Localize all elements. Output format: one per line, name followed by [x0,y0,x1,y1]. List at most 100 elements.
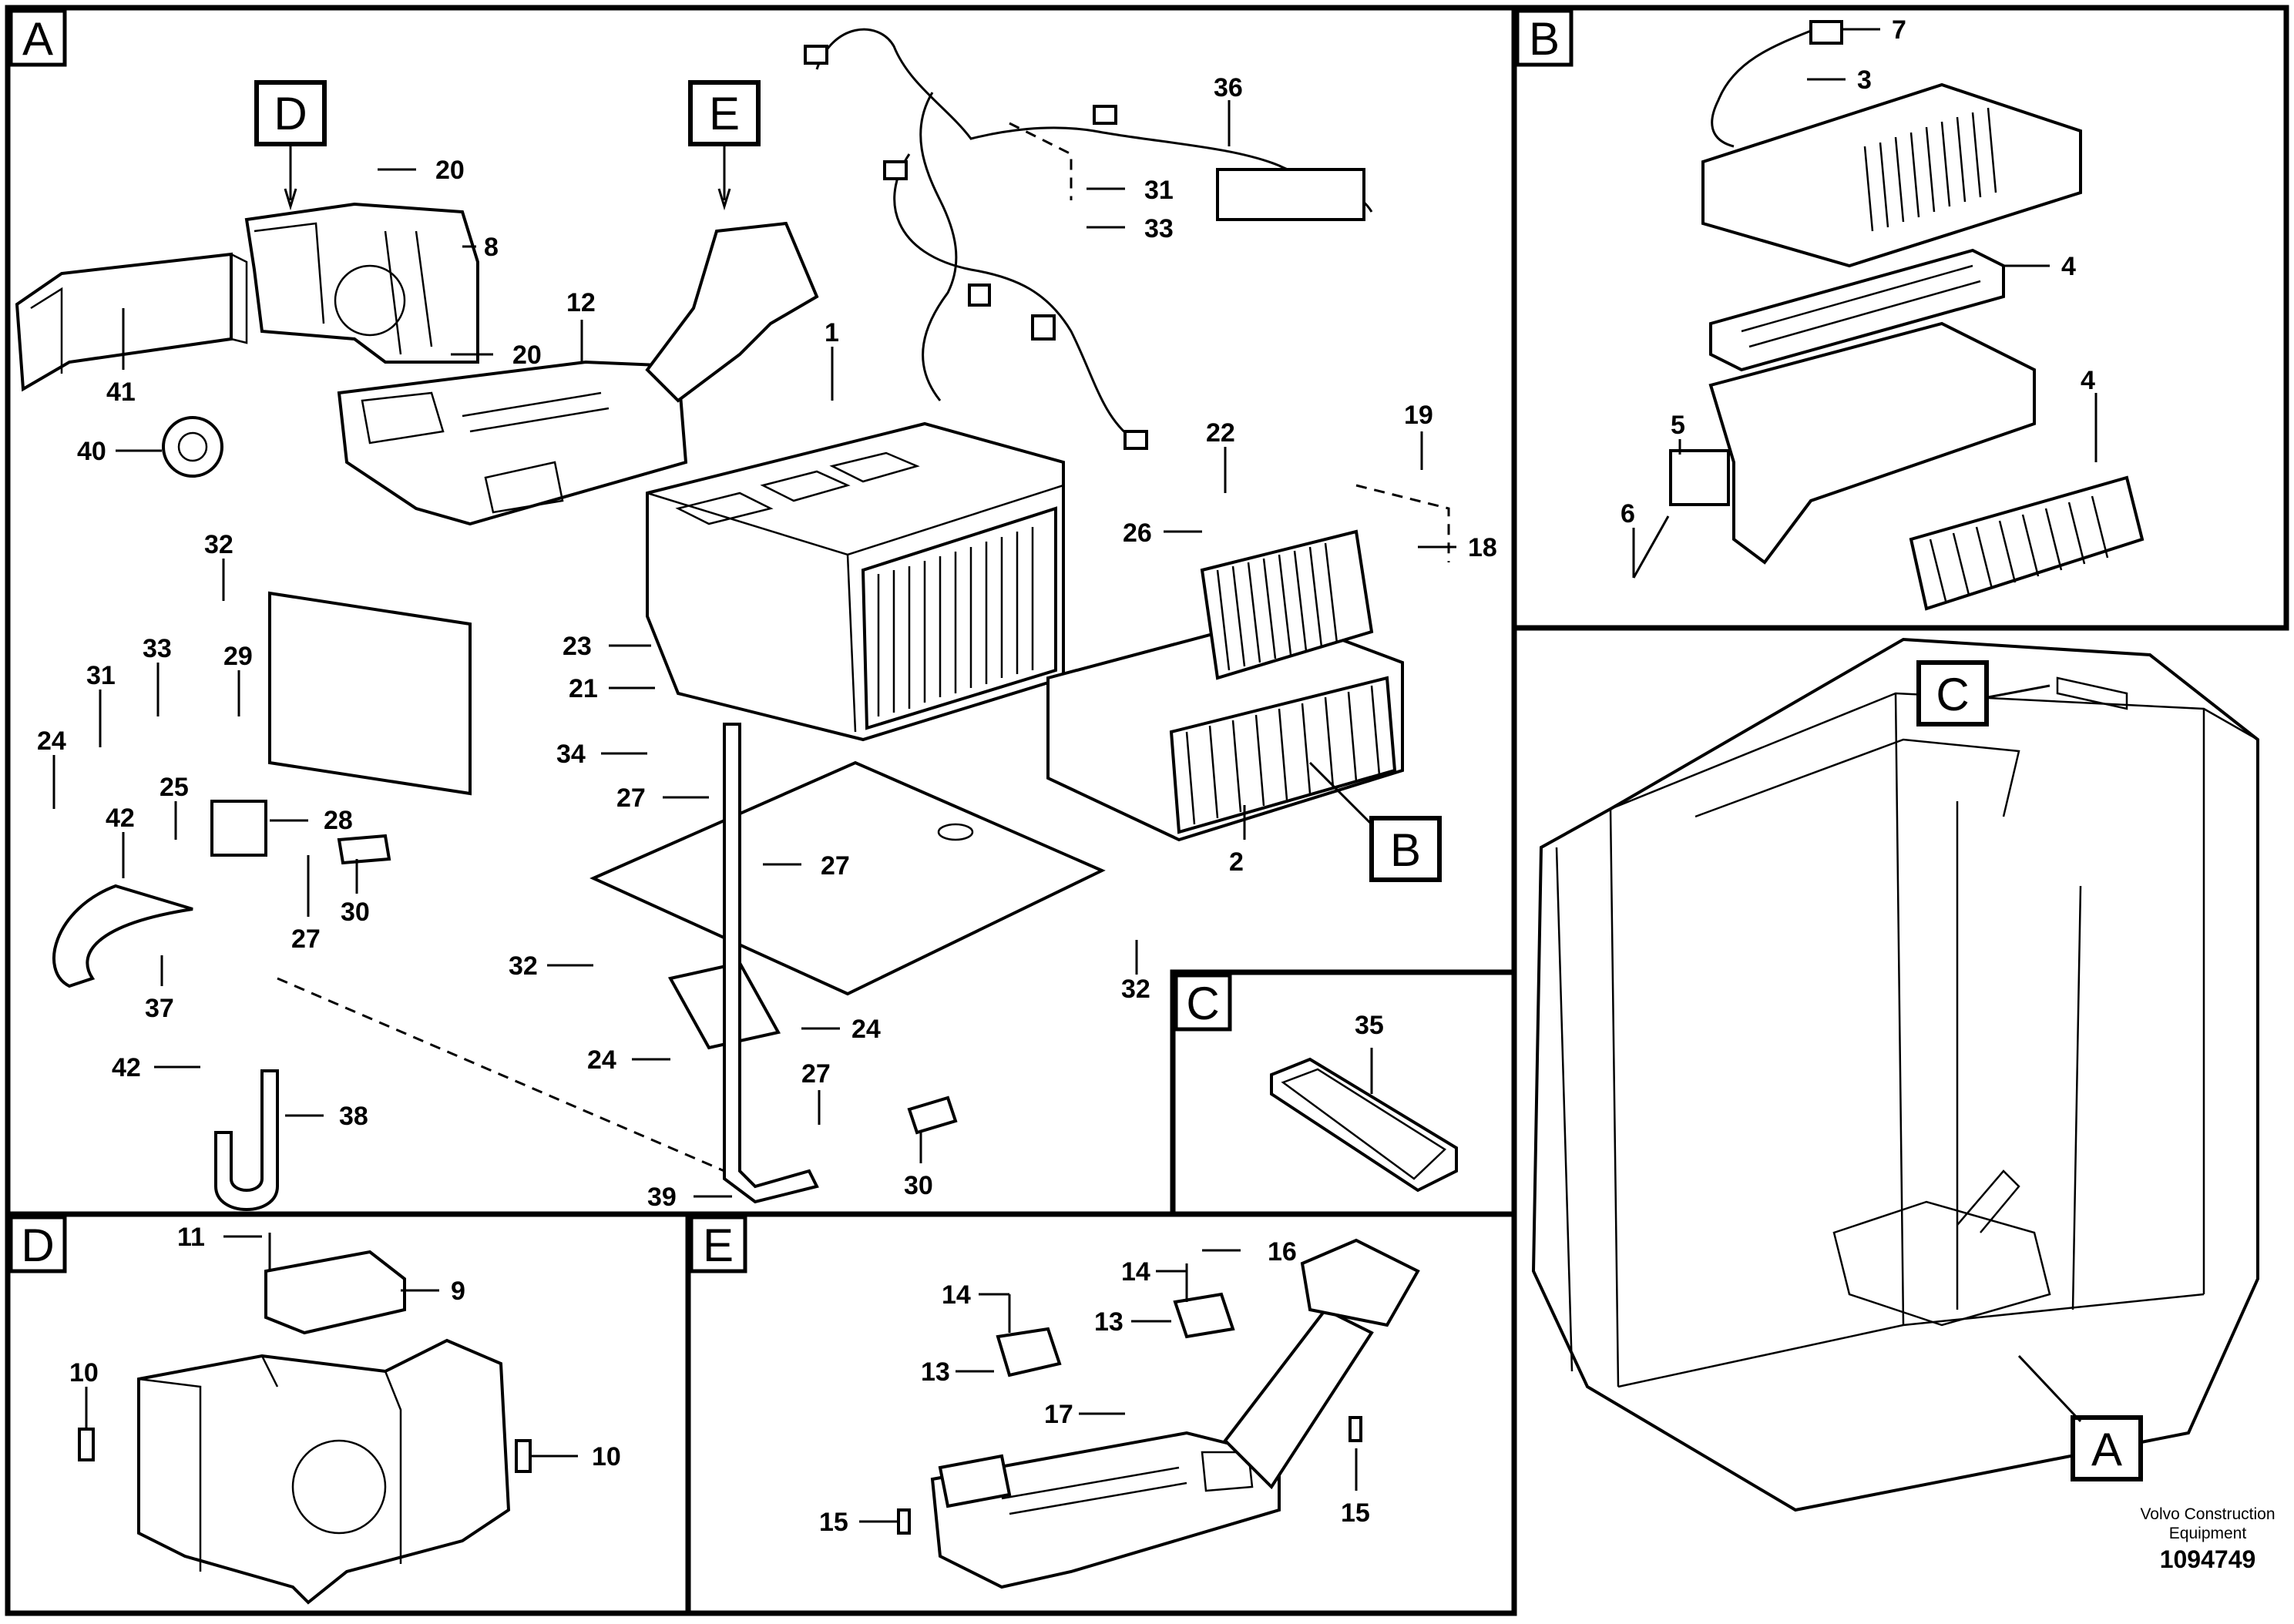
part-num-37: 37 [145,994,174,1023]
duct-connector-e [1223,1307,1374,1490]
part-num-16: 16 [1268,1237,1297,1267]
part-num-38: 38 [339,1102,368,1131]
clip-15a [897,1508,911,1535]
part-num-10a: 10 [69,1358,99,1387]
part-num-31b: 31 [86,661,116,690]
section-label-b: B [1529,13,1560,65]
part-num-31a: 31 [1144,176,1174,205]
part-num-20b: 20 [512,341,542,370]
sensor-cable [1711,29,1812,148]
part-num-24a: 24 [37,726,66,756]
part-num-11: 11 [177,1223,205,1252]
panel-b-numbers: 7 3 4 4 5 6 [1621,15,2098,578]
panel-a-numbers: 20 8 41 40 12 20 1 36 31 33 22 19 26 18 … [37,73,1497,1212]
filter-tray [1708,321,2036,565]
part-num-39: 39 [647,1183,677,1212]
part-num-5: 5 [1671,411,1685,440]
part-num-36: 36 [1214,73,1243,102]
mounting-plate [268,591,472,796]
connector-7 [1809,20,1843,45]
part-num-27a: 27 [291,924,321,954]
drain-hose-37 [52,884,193,988]
hvac-location [1832,1200,2051,1327]
actuator-13b [1173,1292,1235,1339]
part-num-35: 35 [1355,1011,1384,1040]
clip-15b [1349,1416,1362,1442]
part-num-21: 21 [569,674,598,703]
panel-c-drawings: 35 [1270,1011,1458,1193]
drain-hose-38 [214,1069,279,1211]
distribution-duct-e [930,1431,1281,1589]
evaporator-core [861,506,1057,730]
part-num-40: 40 [77,437,106,466]
part-num-4b: 4 [2081,366,2095,395]
part-num-19: 19 [1404,401,1433,430]
part-num-30b: 30 [904,1171,933,1200]
part-num-10b: 10 [592,1442,621,1471]
panel-d-numbers: 11 9 10 10 [69,1223,621,1471]
blower-housing [244,202,479,364]
part-num-32c: 32 [1121,975,1150,1004]
part-num-1: 1 [825,318,839,347]
part-num-14b: 14 [1121,1257,1150,1287]
harness-connector-block [1216,168,1365,221]
panel-e-frame [685,1211,1517,1616]
part-num-24b: 24 [851,1015,881,1044]
upper-air-duct [645,221,819,403]
part-num-29: 29 [223,642,253,671]
part-num-25: 25 [160,773,189,802]
part-num-28: 28 [324,806,353,835]
section-labels: A B C D E [8,8,1574,1273]
panel-b-frame [1511,5,2289,631]
part-num-32a: 32 [204,530,233,559]
filter-cover [1701,82,2082,268]
part-num-26: 26 [1123,518,1152,548]
drain-hose-39 [723,723,819,1204]
filter-element-upper [1709,248,2005,372]
callout-d: D [274,88,307,139]
distribution-duct [337,360,688,526]
callout-c: C [1936,669,1969,720]
part-num-42b: 42 [112,1053,141,1082]
brand-line-1: Volvo Construction [2140,1505,2275,1523]
part-num-4a: 4 [2061,252,2076,281]
part-num-17: 17 [1044,1400,1073,1429]
panel-a-drawings: D E B [15,28,1450,1211]
clip-10a [78,1428,95,1461]
part-num-42a: 42 [106,804,135,833]
drain-valve [210,800,267,857]
part-num-27b: 27 [616,783,646,813]
part-num-8: 8 [484,233,499,262]
part-num-18: 18 [1468,533,1497,562]
part-num-2: 2 [1229,847,1244,877]
part-num-33b: 33 [143,634,172,663]
part-num-7: 7 [1892,15,1906,45]
part-num-15a: 15 [819,1508,848,1537]
part-num-14a: 14 [942,1280,971,1310]
panel-e-numbers: 14 16 14 13 13 17 15 15 [819,1237,1370,1537]
part-num-13b: 13 [1094,1307,1123,1337]
section-label-a: A [22,13,53,65]
panel-e-drawings [897,1238,1420,1589]
part-num-27c: 27 [821,851,850,881]
part-num-27d: 27 [801,1059,831,1089]
part-num-34: 34 [556,740,586,769]
base-plate [589,760,1106,996]
callout-b-a: B [1390,824,1421,876]
sensor-5 [1669,449,1730,506]
footer: Volvo Construction Equipment 1094749 [2140,1505,2275,1573]
part-num-33a: 33 [1144,214,1174,243]
blower-housing-d [137,1338,511,1605]
cab-overview: C A [1531,637,2259,1512]
operator-cab [1531,637,2259,1512]
panel-frames [5,5,2289,1616]
part-num-6: 6 [1621,499,1635,528]
clip-10b [515,1439,532,1473]
part-num-24c: 24 [587,1045,616,1075]
part-num-23: 23 [563,632,592,661]
part-num-13a: 13 [921,1357,950,1387]
cover-plate-35 [1270,1057,1458,1193]
part-num-20a: 20 [435,156,465,185]
